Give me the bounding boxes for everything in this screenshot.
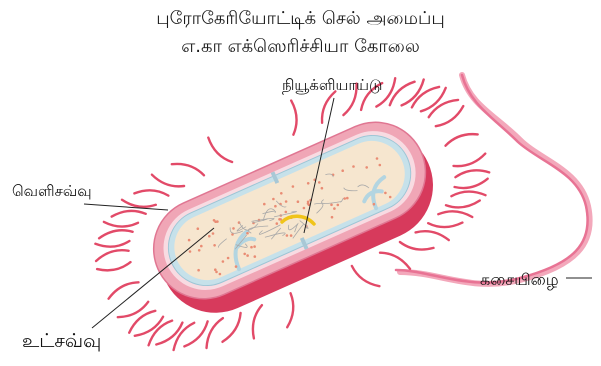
ribosome-dot [330,204,333,207]
pilus [172,164,204,175]
ribosome-dot [321,187,324,190]
ribosome-dot [290,234,293,237]
ribosome-dot [215,271,218,274]
ribosome-dot [333,207,336,210]
ribosome-dot [246,254,249,257]
ribosome-dot [189,250,192,253]
pilus [454,154,486,167]
ribosome-dot [274,205,277,208]
label-flagellum: கசையிழை [480,270,559,291]
ribosome-dot [280,192,283,195]
pilus [428,223,462,228]
ribosome-dot [208,235,211,238]
ribosome-dot [278,218,281,221]
label-nucleoid: நியூக்ளியாய்டு [282,76,382,96]
ribosome-dot [213,219,216,222]
ribosome-dot [222,260,225,263]
pilus [287,293,293,327]
ribosome-dot [250,246,253,249]
pilus [223,313,241,342]
pilus [97,262,130,270]
pilus [208,138,232,162]
ribosome-dot [235,265,238,268]
ribosome-dot [365,166,368,169]
ribosome-dot [331,216,334,219]
ribosome-dot [243,253,246,256]
pilus [207,318,223,348]
pilus [400,242,434,250]
ribosome-dot [376,157,379,160]
ribosome-dot [373,203,376,206]
ribosome-dot [253,245,256,248]
label-cell-wall: வெளிசவ்வு [12,182,92,202]
pilus [291,101,296,135]
pilus [322,91,335,122]
pilus [104,222,138,227]
pilus [96,250,129,261]
ribosome-dot [307,182,310,185]
pilus [112,211,146,217]
ribosome-dot [286,234,289,237]
pilus [134,190,168,195]
ribosome-dot [214,268,217,271]
ribosome-dot [292,185,295,188]
ribosome-dot [384,192,387,195]
ribosome-dot [197,227,200,230]
ribosome-dot [200,245,203,248]
ribosome-dot [303,207,306,210]
ribosome-dot [285,200,288,203]
ribosome-dot [285,211,288,214]
pilus [380,253,410,269]
pilus [152,175,184,187]
ribosome-dot [346,197,349,200]
ribosome-dot [272,198,275,201]
bacterium-cell [138,105,451,331]
ribosome-dot [227,257,230,260]
ribosome-dot [197,269,200,272]
pilus [455,179,488,188]
ribosome-dot [188,239,191,242]
ribosome-dot [254,255,257,258]
pilus [455,170,489,177]
pilus [95,241,129,247]
ribosome-dot [352,165,355,168]
ribosome-dot [198,249,201,252]
ribosome-dot [212,232,215,235]
pilus [416,231,449,240]
ribosome-dot [246,232,249,235]
ribosome-dot [343,197,346,200]
ribosome-dot [263,203,266,206]
ribosome-dot [341,169,344,172]
pilus [438,211,472,217]
ribosome-dot [318,181,321,184]
pilus [451,192,485,197]
ribosome-dot [389,196,392,199]
pilus [253,305,262,338]
pilus [429,100,458,117]
ribosome-dot [337,204,340,207]
label-cytoplasm: உட்சவ்வு [22,330,101,355]
pilus [122,200,156,207]
pilus [149,321,173,346]
ribosome-dot [276,222,279,225]
ribosome-dot [219,273,222,276]
ribosome-dot [379,164,382,167]
ribosome-dot [297,200,300,203]
pilus [436,106,464,126]
pilus [99,230,133,238]
pilus [352,266,380,286]
pilus [109,282,139,298]
pilus [446,201,480,208]
ribosome-dot [232,227,235,230]
pilus [446,134,478,146]
ribosome-dot [213,244,216,247]
